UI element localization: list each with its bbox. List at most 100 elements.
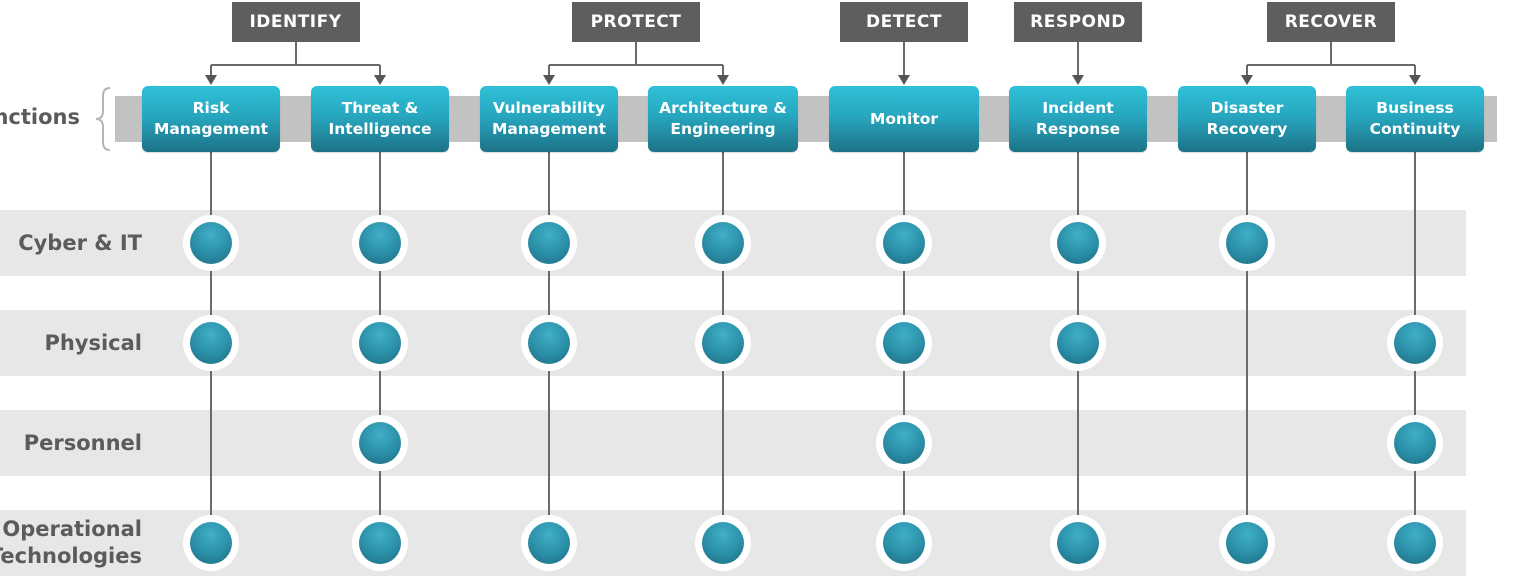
phase-header-protect: PROTECT: [572, 2, 700, 42]
coverage-dot: [876, 215, 932, 271]
arrow-head-icon: [1072, 75, 1084, 85]
coverage-dot: [1050, 215, 1106, 271]
function-label: Business Continuity: [1369, 99, 1461, 138]
branch-drop-5-2: [1414, 65, 1416, 76]
phase-header-detect: DETECT: [840, 2, 968, 42]
function-box-2: Threat & Intelligence: [311, 86, 449, 152]
coverage-dot: [695, 515, 751, 571]
coverage-dot-fill: [528, 522, 570, 564]
branch-drop-5-1: [1246, 65, 1248, 76]
coverage-dot-fill: [883, 422, 925, 464]
branch-drop-2-1: [548, 65, 550, 76]
coverage-dot: [352, 415, 408, 471]
coverage-dot: [521, 315, 577, 371]
branch-drop-1-1: [210, 65, 212, 76]
phase-branch-5: [1247, 64, 1415, 66]
coverage-dot: [876, 515, 932, 571]
coverage-dot-fill: [1394, 522, 1436, 564]
coverage-dot: [521, 515, 577, 571]
arrow-head-icon: [717, 75, 729, 85]
coverage-dot-fill: [1226, 222, 1268, 264]
coverage-dot: [521, 215, 577, 271]
coverage-dot: [1387, 315, 1443, 371]
coverage-dot: [1387, 415, 1443, 471]
function-box-4: Architecture & Engineering: [648, 86, 798, 152]
function-box-7: Disaster Recovery: [1178, 86, 1316, 152]
coverage-dot-fill: [702, 222, 744, 264]
brace-icon: [95, 87, 111, 151]
function-label: Risk Management: [153, 99, 269, 138]
function-label: Incident Response: [1035, 99, 1121, 138]
phase-stem-3: [903, 42, 905, 76]
arrow-head-icon: [374, 75, 386, 85]
coverage-dot-fill: [359, 522, 401, 564]
coverage-dot-fill: [883, 322, 925, 364]
phase-branch-2: [549, 64, 723, 66]
arrow-head-icon: [205, 75, 217, 85]
arrow-head-icon: [543, 75, 555, 85]
row-band-3: [0, 410, 1466, 476]
coverage-dot: [1387, 515, 1443, 571]
coverage-dot-fill: [702, 322, 744, 364]
coverage-dot-fill: [359, 222, 401, 264]
phase-header-identify: IDENTIFY: [231, 2, 360, 42]
coverage-dot-fill: [190, 322, 232, 364]
coverage-dot-fill: [190, 522, 232, 564]
branch-drop-1-2: [379, 65, 381, 76]
coverage-dot-fill: [190, 222, 232, 264]
function-label: Threat & Intelligence: [328, 99, 432, 138]
function-box-5: Monitor: [829, 86, 979, 152]
coverage-dot: [1050, 315, 1106, 371]
arrow-head-icon: [1409, 75, 1421, 85]
coverage-dot-fill: [359, 322, 401, 364]
coverage-dot-fill: [883, 522, 925, 564]
coverage-dot-fill: [1394, 422, 1436, 464]
coverage-dot-fill: [702, 522, 744, 564]
phase-header-recover: RECOVER: [1267, 2, 1395, 42]
function-label: Vulnerability Management: [491, 99, 607, 138]
coverage-dot: [1219, 515, 1275, 571]
coverage-dot-fill: [359, 422, 401, 464]
coverage-dot: [1050, 515, 1106, 571]
coverage-dot: [876, 415, 932, 471]
phase-stem-1: [294, 42, 297, 65]
row-label-1: Cyber & IT: [18, 230, 142, 255]
function-label: Architecture & Engineering: [659, 99, 787, 138]
coverage-dot: [695, 215, 751, 271]
coverage-dot-fill: [883, 222, 925, 264]
coverage-dot: [352, 515, 408, 571]
coverage-dot: [695, 315, 751, 371]
coverage-dot-fill: [528, 322, 570, 364]
phase-stem-4: [1077, 42, 1079, 76]
coverage-dot: [183, 315, 239, 371]
coverage-dot-fill: [528, 222, 570, 264]
coverage-dot: [876, 315, 932, 371]
function-box-6: Incident Response: [1009, 86, 1147, 152]
function-label: Disaster Recovery: [1206, 99, 1288, 138]
row-label-2: Physical: [44, 330, 142, 355]
coverage-dot-fill: [1057, 322, 1099, 364]
arrow-head-icon: [1241, 75, 1253, 85]
coverage-dot-fill: [1057, 522, 1099, 564]
function-box-8: Business Continuity: [1346, 86, 1484, 152]
column-line-7: [1246, 152, 1248, 543]
coverage-dot: [352, 215, 408, 271]
phase-stem-2: [635, 42, 637, 65]
phase-branch-1: [211, 64, 380, 66]
coverage-dot: [183, 215, 239, 271]
coverage-dot-fill: [1394, 322, 1436, 364]
coverage-dot-fill: [1057, 222, 1099, 264]
branch-drop-2-2: [722, 65, 724, 76]
phase-header-respond: RESPOND: [1014, 2, 1142, 42]
coverage-dot-fill: [1226, 522, 1268, 564]
coverage-dot: [183, 515, 239, 571]
functions-row-label: Functions: [0, 105, 80, 129]
row-label-3: Personnel: [23, 430, 142, 455]
arrow-head-icon: [898, 75, 910, 85]
coverage-dot: [352, 315, 408, 371]
function-box-1: Risk Management: [142, 86, 280, 152]
coverage-dot: [1219, 215, 1275, 271]
phase-stem-5: [1330, 42, 1332, 65]
row-label-4: Operational Technologies: [0, 517, 142, 568]
